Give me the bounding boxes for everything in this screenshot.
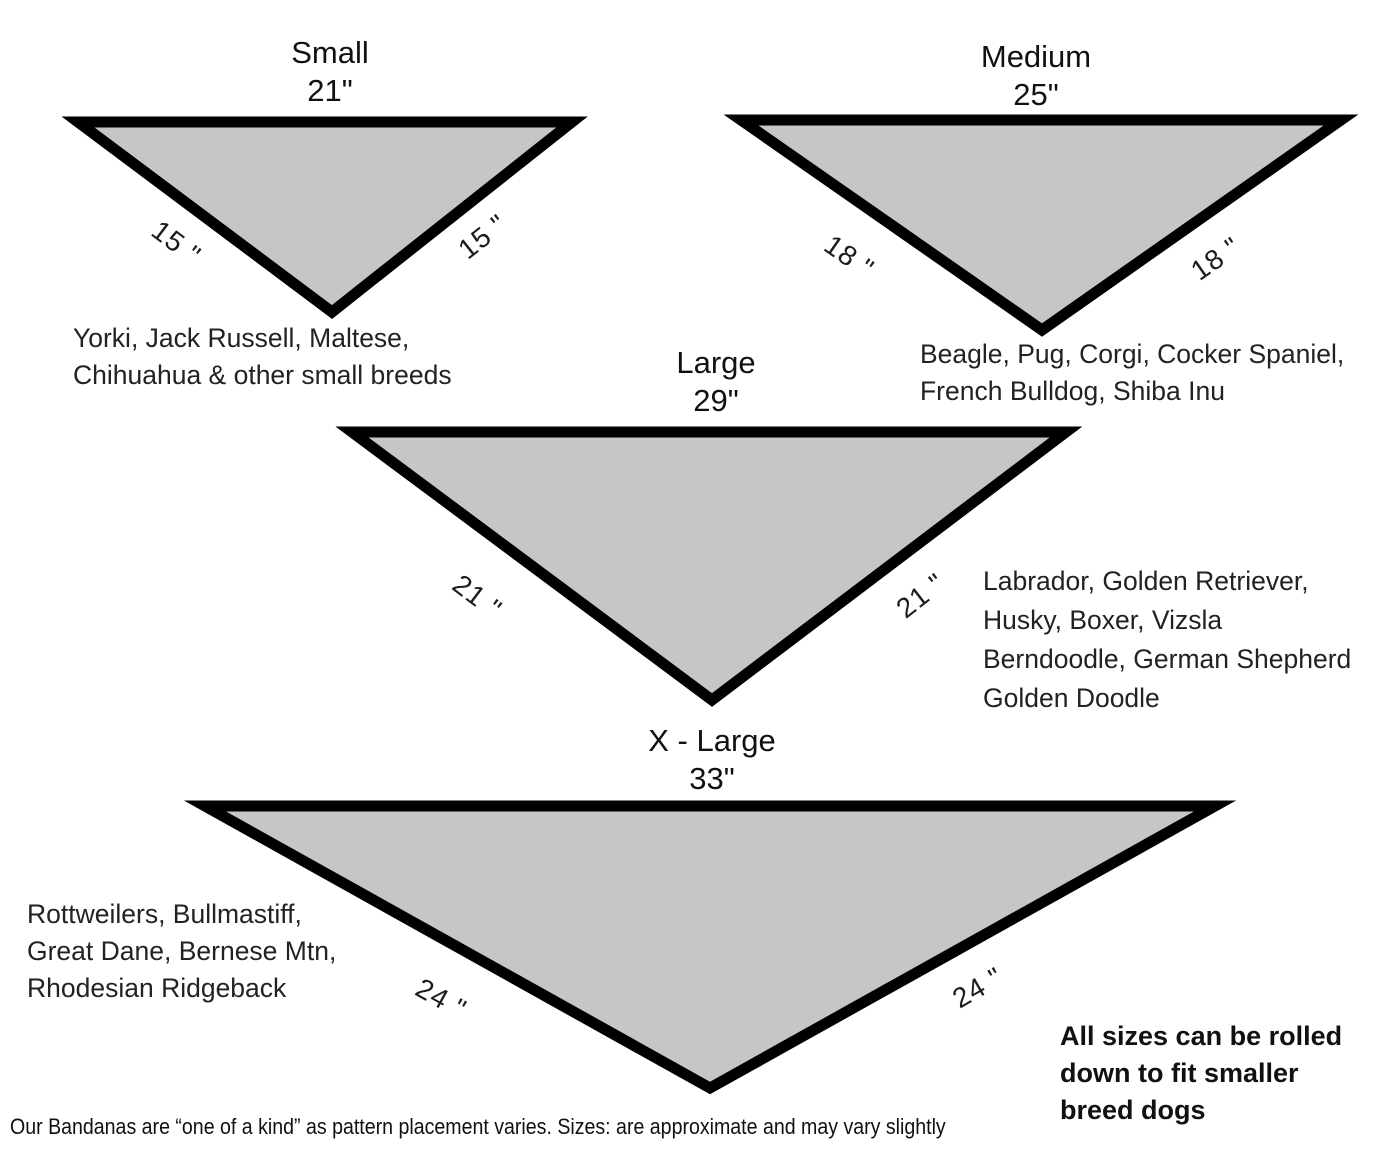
- size-name-medium: Medium: [980, 39, 1092, 74]
- rolled-down-note-line: All sizes can be rolled: [1060, 1021, 1343, 1051]
- xlarge-bandana-triangle: [183, 800, 1237, 1095]
- size-top-width-large: 29": [693, 383, 739, 418]
- size-title-small: Small 21": [291, 34, 369, 110]
- small-breeds-line: Chihuahua & other small breeds: [73, 360, 452, 390]
- large-breeds-line: Labrador, Golden Retriever,: [983, 566, 1309, 596]
- large-breeds-line: Golden Doodle: [983, 683, 1160, 713]
- medium-breeds-line: French Bulldog, Shiba Inu: [920, 376, 1225, 406]
- medium-bandana-triangle: [723, 114, 1359, 337]
- size-name-small: Small: [291, 35, 369, 70]
- rolled-down-note-line: down to fit smaller: [1060, 1058, 1299, 1088]
- xlarge-breeds-list: Rottweilers, Bullmastiff, Great Dane, Be…: [27, 896, 336, 1007]
- size-name-xlarge: X - Large: [648, 723, 776, 758]
- large-breeds-line: Husky, Boxer, Vizsla: [983, 605, 1223, 635]
- size-title-large: Large 29": [676, 344, 755, 420]
- size-top-width-small: 21": [307, 73, 353, 108]
- size-title-medium: Medium 25": [981, 38, 1091, 114]
- xlarge-breeds-line: Rhodesian Ridgeback: [27, 973, 287, 1003]
- medium-breeds-list: Beagle, Pug, Corgi, Cocker Spaniel, Fren…: [920, 336, 1344, 410]
- size-name-large: Large: [676, 345, 756, 380]
- large-breeds-line: Berndoodle, German Shepherd: [983, 644, 1352, 674]
- small-breeds-line: Yorki, Jack Russell, Maltese,: [73, 323, 410, 353]
- xlarge-breeds-line: Rottweilers, Bullmastiff,: [27, 899, 302, 929]
- rolled-down-note: All sizes can be rolled down to fit smal…: [1060, 1018, 1342, 1129]
- xlarge-breeds-line: Great Dane, Bernese Mtn,: [27, 936, 337, 966]
- small-breeds-list: Yorki, Jack Russell, Maltese, Chihuahua …: [73, 320, 452, 394]
- medium-breeds-line: Beagle, Pug, Corgi, Cocker Spaniel,: [920, 339, 1345, 369]
- large-bandana-triangle: [335, 426, 1083, 707]
- small-bandana-triangle: [61, 116, 588, 319]
- footer-disclaimer: Our Bandanas are “one of a kind” as patt…: [10, 1114, 946, 1139]
- size-top-width-xlarge: 33": [689, 761, 735, 796]
- rolled-down-note-line: breed dogs: [1060, 1095, 1206, 1125]
- large-breeds-list: Labrador, Golden Retriever, Husky, Boxer…: [983, 562, 1351, 718]
- size-title-xlarge: X - Large 33": [648, 722, 776, 798]
- size-top-width-medium: 25": [1013, 77, 1059, 112]
